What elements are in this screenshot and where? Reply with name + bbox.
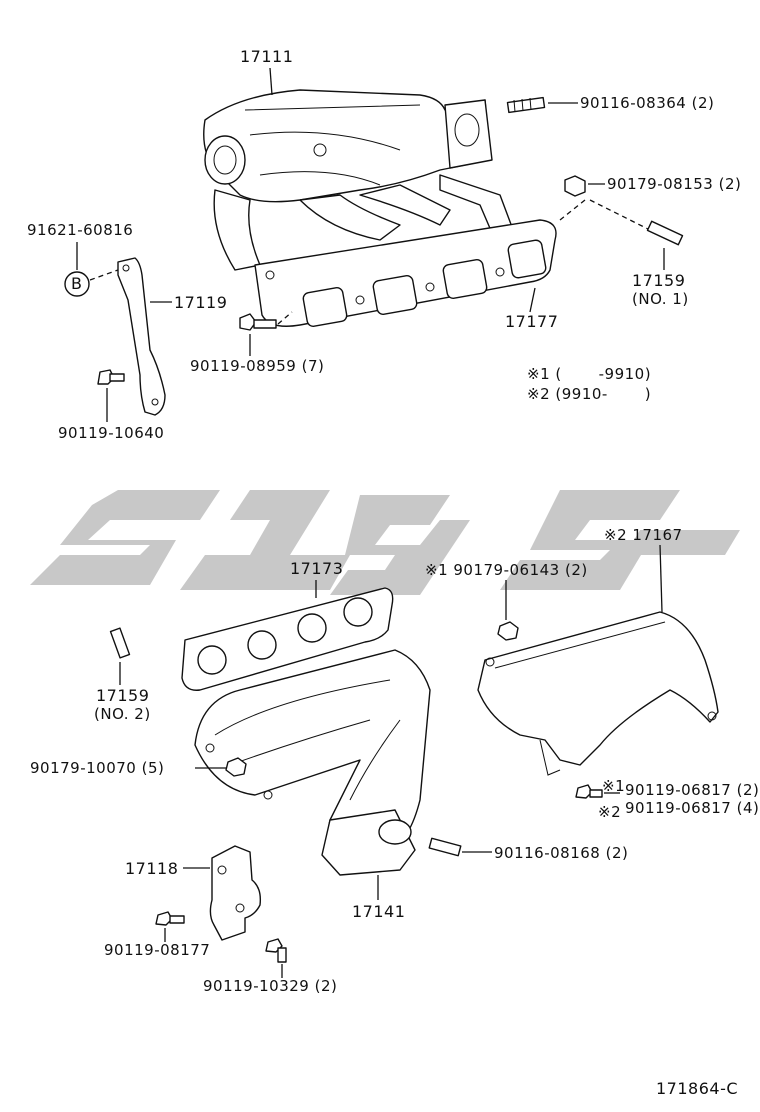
label-17159-no1-note: (NO. 1) bbox=[632, 290, 689, 308]
label-90179-08153: 90179-08153 (2) bbox=[607, 175, 742, 193]
nut-90179-08153 bbox=[559, 175, 651, 231]
leader-17111 bbox=[269, 67, 273, 96]
label-17177: 17177 bbox=[505, 312, 559, 331]
label-17159-no2: 17159 bbox=[96, 686, 150, 705]
nut-90179-10070 bbox=[195, 757, 247, 777]
label-90179-06143: ※1 90179-06143 (2) bbox=[425, 561, 588, 579]
bolt-90119-08959 bbox=[239, 311, 293, 356]
bolt-90119-06817 bbox=[575, 784, 620, 799]
manifold-stay-17119 bbox=[64, 242, 172, 416]
bracket-17118 bbox=[183, 845, 262, 941]
bolt-90119-08177 bbox=[155, 911, 185, 942]
bolt-90119-10640 bbox=[97, 369, 125, 422]
exhaust-gasket-17173 bbox=[181, 580, 394, 691]
label-17119: 17119 bbox=[174, 293, 228, 312]
label-17159-no1: 17159 bbox=[632, 271, 686, 290]
label-90119-10329: 90119-10329 (2) bbox=[203, 977, 338, 995]
label-17173: 17173 bbox=[290, 559, 344, 578]
exhaust-manifold-17141 bbox=[194, 649, 431, 900]
mark-2: ※2 bbox=[598, 803, 622, 821]
intake-manifold-17111 bbox=[203, 89, 516, 271]
label-90119-06817-b: 90119-06817 (4) bbox=[625, 799, 760, 817]
label-17111: 17111 bbox=[240, 47, 294, 66]
label-90119-06817-a: 90119-06817 (2) bbox=[625, 781, 760, 799]
note-2: ※2 (9910- ) bbox=[527, 385, 652, 403]
stud-17159-no2 bbox=[109, 627, 131, 685]
mark-1: ※1 bbox=[602, 777, 626, 795]
label-17167: ※2 17167 bbox=[604, 526, 683, 544]
intake-gasket-17177 bbox=[254, 219, 557, 327]
label-90119-08177: 90119-08177 bbox=[104, 941, 211, 959]
label-90116-08168: 90116-08168 (2) bbox=[494, 844, 629, 862]
label-90119-08959: 90119-08959 (7) bbox=[190, 357, 325, 375]
leader-17177 bbox=[529, 287, 536, 313]
stud-17159-no1 bbox=[646, 220, 684, 270]
watermark-logo bbox=[30, 490, 740, 595]
bolt-90119-10329 bbox=[265, 938, 287, 978]
nut-90179-06143 bbox=[497, 580, 519, 641]
note-1: ※1 ( -9910) bbox=[527, 365, 652, 383]
label-17118: 17118 bbox=[125, 859, 179, 878]
label-90179-10070: 90179-10070 (5) bbox=[30, 759, 165, 777]
stud-90116-08168 bbox=[428, 837, 492, 857]
label-17141: 17141 bbox=[352, 902, 406, 921]
label-91621-60816: 91621-60816 bbox=[27, 221, 134, 239]
label-90116-08364: 90116-08364 (2) bbox=[580, 94, 715, 112]
diagram-code: 171864-C bbox=[656, 1079, 739, 1098]
label-ref-b: B bbox=[71, 274, 83, 293]
heat-insulator-17167 bbox=[477, 544, 719, 776]
label-90119-10640: 90119-10640 bbox=[58, 424, 165, 442]
stud-90116-08364 bbox=[506, 96, 578, 114]
label-17159-no2-note: (NO. 2) bbox=[94, 705, 151, 723]
